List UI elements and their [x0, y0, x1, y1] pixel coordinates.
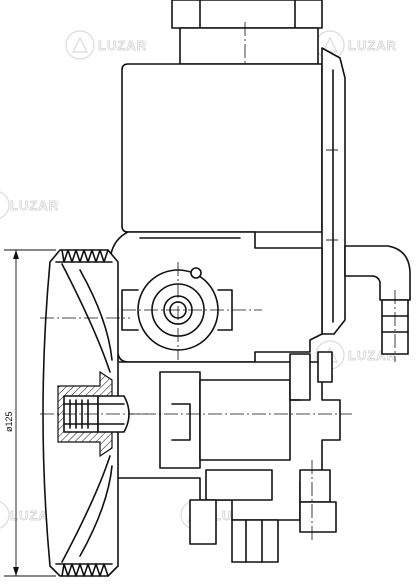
pump-lower-housing — [111, 351, 352, 563]
watermark-brand: LUZAR — [10, 198, 59, 213]
watermark-brand: LUZAR — [98, 38, 147, 53]
circle-triangle-logo-icon — [65, 30, 95, 60]
reservoir-tank — [121, 47, 346, 335]
circle-triangle-logo-icon — [0, 501, 10, 529]
watermark-mid-left: LUZAR — [0, 191, 59, 219]
drive-pulley — [40, 249, 150, 577]
watermark-top-left: LUZAR — [65, 30, 147, 60]
diameter-label: ø125 — [4, 411, 14, 432]
outlet-elbow-fitting — [344, 245, 411, 362]
pump-body — [100, 231, 323, 363]
circle-triangle-logo-icon — [0, 191, 10, 219]
reservoir-cap — [171, 0, 323, 82]
diameter-dimension: ø125 — [4, 249, 56, 577]
watermark-brand: LUZAR — [348, 38, 397, 53]
